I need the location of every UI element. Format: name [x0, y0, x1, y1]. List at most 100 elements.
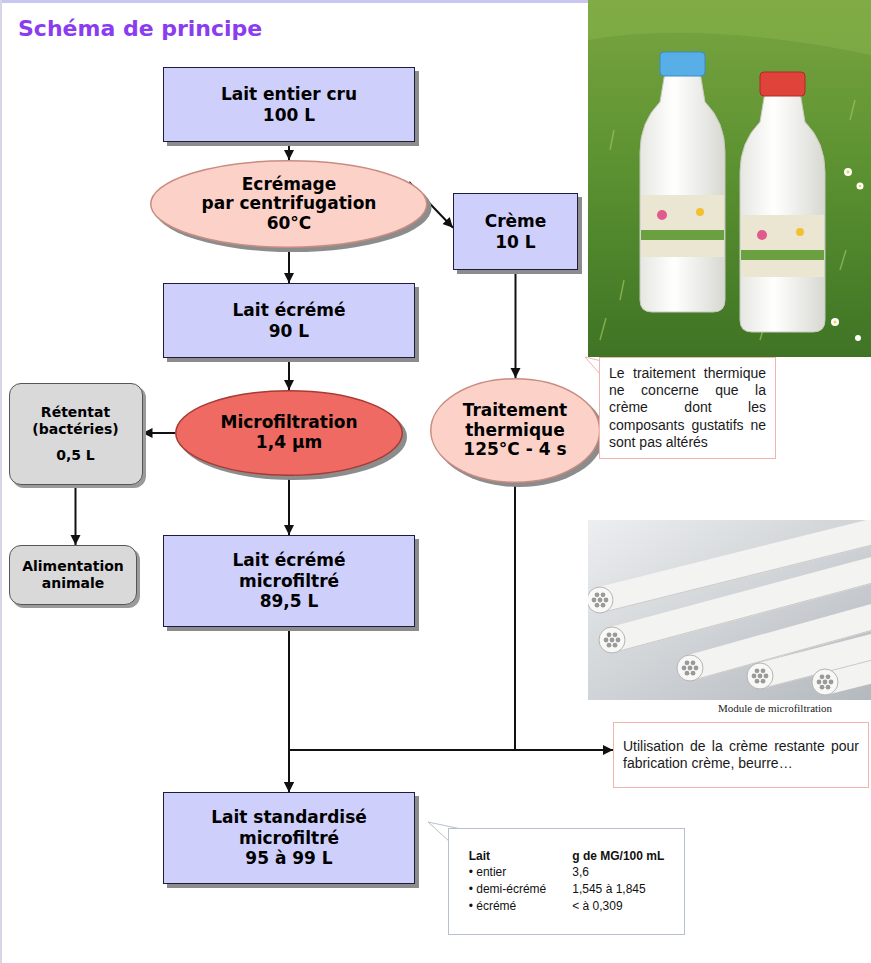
bottles-photo-part-part [859, 185, 862, 188]
bottles-photo-part-part [620, 280, 624, 300]
node-label: Crème [485, 211, 547, 231]
node-text: Lait écrémé90 L [233, 300, 346, 341]
node-value: 0,5 L [17, 447, 135, 464]
bottles-photo-part [796, 228, 804, 236]
flow-arrow [288, 358, 290, 390]
bottles-photo-part [641, 195, 724, 257]
bottles-photo-part-part [600, 318, 606, 340]
node-label: Utilisation de la crème restante pour fa… [623, 738, 859, 772]
bottles-photo-part-part [610, 130, 614, 150]
photo-caption: Module de microfiltration [680, 702, 870, 714]
node-text: Microfiltration1,4 µm [220, 413, 357, 452]
bottles-photo-part-part [857, 183, 864, 190]
node-value: 10 L [485, 232, 547, 252]
table-cell: 1,545 à 1,845 [572, 882, 664, 898]
node-label: Ecrémage [202, 175, 377, 195]
node-text: Lait écrémé microfiltré89,5 L [204, 550, 374, 611]
microfiltration-module-photo-part [600, 543, 871, 689]
node-text: Alimentation animale [17, 558, 129, 592]
node-label: Traitement thermique [455, 401, 575, 440]
microfiltration-module-photo-part-part [690, 628, 871, 681]
node-text: Crème10 L [485, 211, 547, 252]
bottles-photo-part [588, 0, 871, 55]
microfiltration-module-photo-part [588, 587, 613, 613]
node-label: Rétentat (bactéries) [17, 404, 135, 438]
waste-box: Alimentation animale [9, 545, 137, 605]
flow-arrow [289, 483, 515, 792]
bottles-photo-part-part [844, 168, 852, 176]
flow-arrow [515, 483, 613, 750]
node-value: 100 L [221, 105, 357, 125]
ellipse-fill [176, 391, 403, 476]
node-text: Rétentat (bactéries) 0,5 L [17, 404, 135, 464]
node-label: Microfiltration [220, 413, 357, 433]
table-cell: < à 0,309 [572, 899, 664, 915]
flow-arrow [515, 270, 517, 378]
bottles-photo-part [760, 72, 805, 96]
flow-arrow [288, 476, 290, 535]
node-label: Alimentation animale [17, 558, 129, 592]
ellipse-fill [431, 379, 600, 483]
table-cell: • écrémé [469, 899, 547, 915]
process-ellipse: Ecrémagepar centrifugation60°C [150, 160, 428, 248]
bottles-photo-part-part [834, 321, 837, 324]
node-label: Lait écrémé [233, 300, 346, 320]
table-header: Lait [469, 849, 547, 865]
bottles-photo-part-part [855, 335, 861, 341]
ellipse-fill [151, 161, 427, 248]
bottles-photo-part [660, 52, 705, 76]
node-label: Lait standardisé microfiltré [194, 807, 384, 848]
diagram-title: Schéma de principe [18, 16, 262, 41]
node-value: 90 L [233, 321, 346, 341]
flow-arrow [288, 248, 290, 283]
flow-arrow [288, 142, 290, 160]
node-label: Lait écrémé microfiltré [204, 550, 374, 591]
node-label: Lait entier cru [221, 84, 357, 104]
microfiltration-module-photo-part [812, 669, 838, 695]
process-box: Crème10 L [453, 193, 578, 270]
node-value: 95 à 99 L [194, 848, 384, 868]
bottles-photo-part [740, 92, 825, 332]
bottles-photo-part [741, 250, 824, 260]
node-text: Lait standardisé microfiltré95 à 99 L [194, 807, 384, 868]
bottles-photo-part-part [850, 100, 855, 120]
note-callout: Utilisation de la crème restante pour fa… [613, 722, 869, 788]
bottles-photo [588, 0, 871, 357]
bottles-photo-part-part [847, 171, 850, 174]
fat-table-callout: Laitg de MG/100 mL• entier3,6• demi-écré… [448, 828, 685, 935]
bottles-photo-part [757, 230, 767, 240]
process-box: Lait entier cru100 L [163, 67, 415, 142]
node-value: par centrifugation [202, 194, 377, 214]
note-callout: Le traitement thermique ne concerne que … [599, 357, 776, 458]
microfiltration-module-photo-part [600, 530, 871, 682]
microfiltration-module-photo-part-part [600, 543, 871, 613]
table-cell: 3,6 [572, 865, 664, 881]
bottles-photo-part [588, 0, 871, 357]
left-rule [0, 0, 2, 963]
node-text: Laitg de MG/100 mL• entier3,6• demi-écré… [469, 849, 665, 914]
process-box: Lait écrémé microfiltré89,5 L [163, 535, 415, 627]
bottles-photo-part [657, 210, 667, 220]
flow-arrow [75, 485, 77, 545]
node-value: 1,4 µm [220, 433, 357, 453]
bottles-photo-part-part [831, 318, 839, 326]
process-ellipse: Microfiltration1,4 µm [175, 390, 403, 476]
node-text: Lait entier cru100 L [221, 84, 357, 125]
microfiltration-module-photo-part [747, 663, 773, 689]
node-value: 60°C [202, 214, 377, 234]
waste-box: Rétentat (bactéries) 0,5 L [9, 383, 143, 485]
process-ellipse: Traitement thermique125°C - 4 s [430, 378, 600, 483]
bottles-photo-part-part [840, 250, 846, 270]
node-text: Traitement thermique125°C - 4 s [455, 401, 575, 460]
table-cell: • demi-écrémé [469, 882, 547, 898]
bottles-photo-part [741, 215, 824, 277]
bottles-photo-part [641, 230, 724, 240]
process-box: Lait standardisé microfiltré95 à 99 L [163, 792, 415, 884]
microfiltration-module-photo-part [677, 655, 703, 681]
node-value: 89,5 L [204, 591, 374, 611]
bottles-photo-part [831, 168, 864, 341]
process-box: Lait écrémé90 L [163, 283, 415, 358]
node-text: Ecrémagepar centrifugation60°C [202, 175, 377, 234]
flow-arrow [143, 432, 176, 434]
